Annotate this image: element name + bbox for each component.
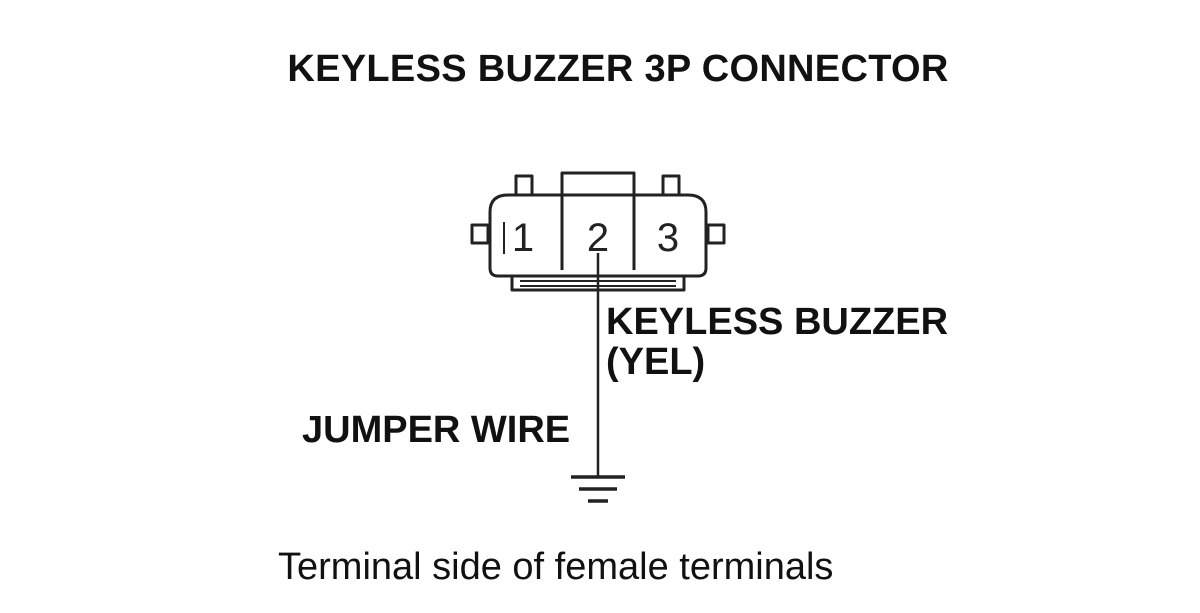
connector-lug-left xyxy=(470,223,490,245)
pin-1-label: 1 xyxy=(512,216,534,260)
connector-key xyxy=(560,171,636,195)
pin-3-label: 3 xyxy=(657,216,679,260)
connector-shell xyxy=(488,193,708,278)
diagram-caption: Terminal side of female terminals xyxy=(278,546,834,588)
pin-2-label: 2 xyxy=(587,216,609,260)
ground-icon xyxy=(571,475,625,503)
diagram-title: KEYLESS BUZZER 3P CONNECTOR xyxy=(287,48,949,90)
connector-lug-right xyxy=(706,223,726,245)
jumper-wire-label: JUMPER WIRE xyxy=(302,409,571,451)
wire-label-color: (YEL) xyxy=(606,341,706,383)
wire-label-circuit: KEYLESS BUZZER xyxy=(606,301,949,343)
connector-tab-left xyxy=(514,174,534,197)
connector-tab-right xyxy=(661,174,681,197)
